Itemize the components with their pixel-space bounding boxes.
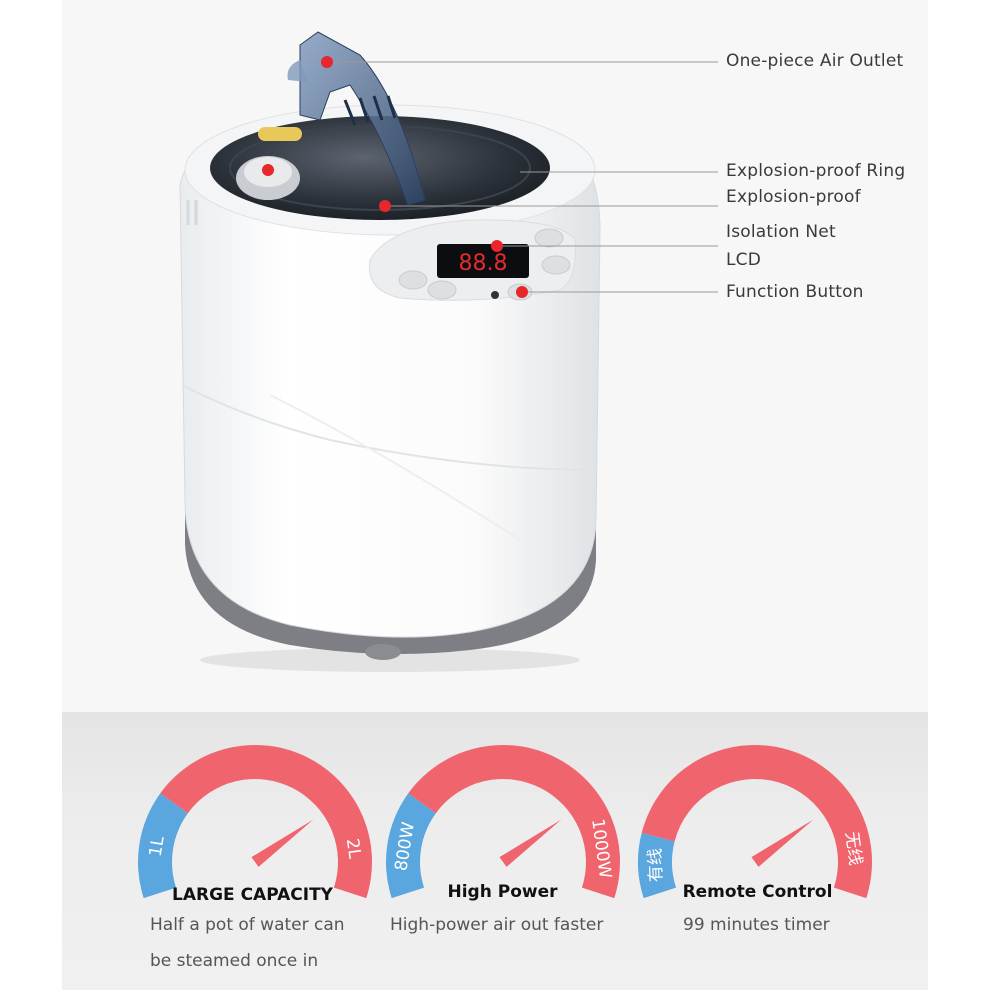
callout-explosion-proof-ring: Explosion-proof Ring: [726, 161, 906, 181]
air-outlet: [299, 31, 426, 206]
feature-desc-capacity-1: Half a pot of water can: [150, 915, 345, 935]
gauge-right-label: 2L: [342, 837, 365, 860]
gauge-red-segment: [408, 745, 620, 899]
base-shadow: [200, 648, 580, 672]
feature-title-capacity: LARGE CAPACITY: [172, 885, 333, 905]
gauge-red-segment: [160, 745, 373, 899]
gauge-blue-segment: [638, 832, 677, 899]
gauge-left-label: 1L: [146, 834, 169, 858]
gauge-needle: [251, 819, 314, 867]
gauge-0: 1L 2L: [138, 745, 373, 899]
lcd-digits: 88.8: [459, 251, 508, 276]
gauge-right-label: 无线: [841, 830, 865, 866]
lid: [210, 116, 550, 220]
gauge-red-segment: [641, 744, 873, 899]
foot: [365, 644, 401, 660]
warning-sticker: [258, 127, 302, 141]
lcd-screen: [437, 244, 529, 278]
callout-markers: [262, 56, 528, 298]
gauge-needle: [751, 819, 814, 867]
gauge-left-label: 有线: [646, 848, 667, 883]
callout-air-outlet: One-piece Air Outlet: [726, 51, 904, 71]
body-seam: [181, 384, 597, 471]
callout-isolation-net: Isolation Net: [726, 222, 836, 242]
indicator-dot: [491, 291, 499, 299]
feature-title-power: High Power: [447, 882, 558, 902]
panel-buttons: [398, 228, 571, 300]
callout-lines: [327, 61, 718, 293]
callout-lcd: LCD: [726, 250, 762, 270]
gauge-blue-segment: [138, 793, 188, 899]
callout-function-button: Function Button: [726, 282, 864, 302]
feature-title-remote: Remote Control: [682, 882, 833, 902]
callout-explosion-proof: Explosion-proof: [726, 187, 861, 207]
gauge-2: 有线 无线: [638, 744, 873, 899]
feature-desc-remote: 99 minutes timer: [683, 915, 830, 935]
gauge-blue-segment: [386, 793, 436, 899]
side-vents: [186, 200, 198, 225]
feature-desc-capacity-2: be steamed once in: [150, 951, 319, 971]
gauge-needle: [499, 819, 562, 867]
feature-desc-power: High-power air out faster: [390, 915, 604, 935]
